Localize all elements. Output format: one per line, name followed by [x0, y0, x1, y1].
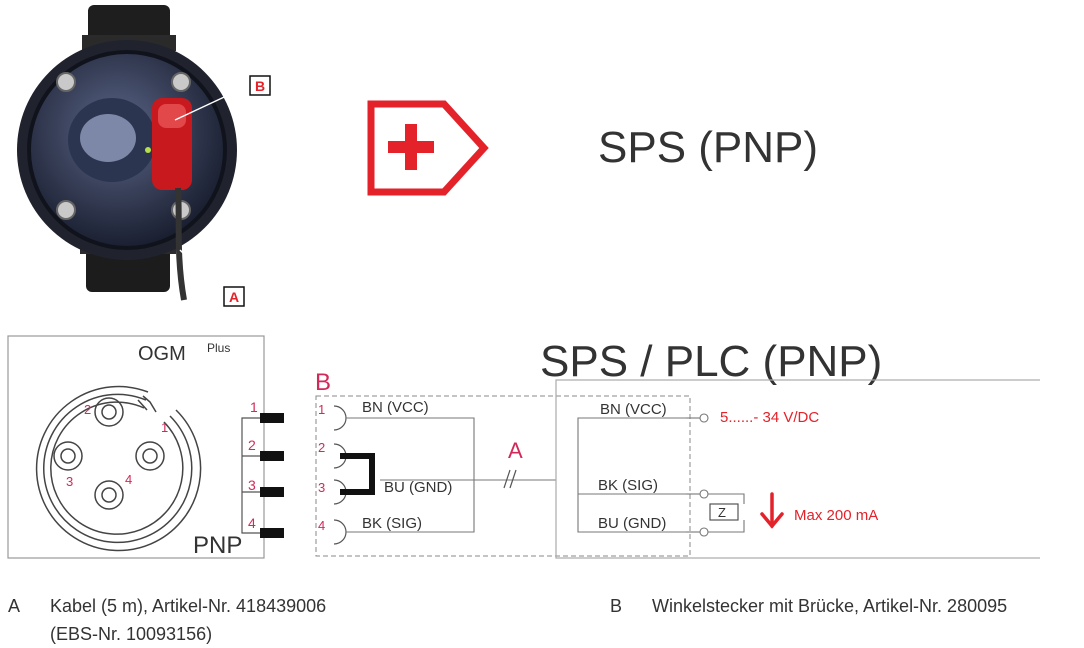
inner-pin-3: 3	[318, 480, 325, 495]
inner-pin-4: 4	[318, 518, 325, 533]
device-box	[7, 335, 265, 559]
wire-bk-sig: BK (SIG)	[362, 515, 422, 532]
supply-voltage: 5......- 34 V/DC	[720, 409, 819, 426]
legend-text-a-2: (EBS-Nr. 10093156)	[50, 624, 213, 644]
legend-key-b: B	[610, 596, 623, 616]
paddle-wheel	[80, 114, 136, 162]
device-name-sup: Plus	[207, 341, 230, 355]
callout-a-box	[223, 286, 245, 307]
load-box	[709, 503, 739, 521]
callout-b: B	[255, 78, 265, 94]
sensor-photo: B A	[17, 5, 271, 307]
wire-bn-vcc: BN (VCC)	[362, 399, 429, 416]
inner-pin-2: 2	[318, 440, 325, 455]
plc-wire-bn-vcc: BN (VCC)	[600, 401, 667, 418]
left-pin-3: 3	[248, 477, 256, 493]
legend-text-b-1: Winkelstecker mit Brücke, Artikel-Nr. 28…	[652, 596, 1008, 616]
connector-face	[35, 385, 202, 552]
plc-wire-bu-gnd: BU (GND)	[598, 515, 666, 532]
cable	[175, 187, 187, 301]
legend-text-a-1: Kabel (5 m), Artikel-Nr. 418439006	[50, 596, 327, 616]
plc-wire-bk-sig: BK (SIG)	[598, 477, 658, 494]
bottom-fitting	[86, 248, 170, 292]
left-pin-1: 1	[250, 399, 258, 415]
connector-label: B	[315, 369, 331, 396]
callout-a: A	[229, 289, 239, 305]
left-pin-2: 2	[248, 437, 256, 453]
bridge	[340, 453, 375, 495]
output-type-label: SPS (PNP)	[598, 123, 819, 172]
legend-key-a: A	[8, 596, 21, 616]
connector-b-box	[315, 395, 691, 557]
plc-title: SPS / PLC (PNP)	[540, 337, 882, 386]
callout-b-box	[249, 75, 271, 96]
load-label: Z	[718, 505, 726, 520]
face-pin-3: 3	[66, 474, 73, 489]
device-name: OGM	[138, 343, 186, 365]
led-icon	[145, 147, 151, 153]
left-pin-4: 4	[248, 515, 256, 531]
pin-contacts	[260, 413, 284, 538]
face-pin-1: 1	[161, 420, 168, 435]
device-type: PNP	[193, 532, 242, 559]
current-arrow-icon	[760, 492, 784, 529]
max-current: Max 200 mA	[794, 507, 878, 524]
positive-output-icon	[367, 100, 489, 196]
wiring-diagram: OGM Plus PNP 2 1 3 4 1 2 3 4 B 1 2 3 4	[7, 335, 1084, 562]
face-pin-4: 4	[125, 472, 132, 487]
inner-pin-1: 1	[318, 402, 325, 417]
cable-label: A	[508, 438, 523, 463]
face-pin-2: 2	[84, 402, 91, 417]
wire-bu-gnd: BU (GND)	[384, 479, 452, 496]
